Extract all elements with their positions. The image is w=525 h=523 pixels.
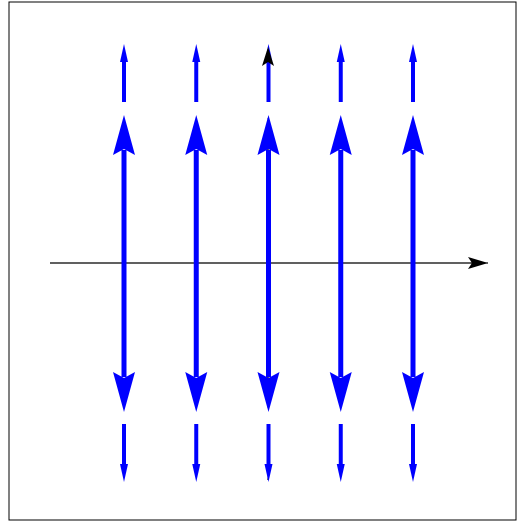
field-lower-arrowhead-icon-3 (264, 464, 273, 482)
horizontal-axis-arrowhead-icon (468, 257, 488, 269)
field-main-down-arrowhead-icon-3 (257, 372, 280, 412)
vector-field-columns (113, 44, 424, 482)
vertical-axis-arrowhead-icon (262, 47, 274, 66)
field-upper-arrowhead-icon-5 (409, 44, 417, 62)
field-lower-arrowhead-icon-1 (120, 464, 128, 482)
diagram-frame (8, 1, 517, 521)
field-lower-arrowhead-icon-4 (336, 464, 345, 482)
field-main-down-arrowhead-icon-5 (402, 372, 424, 412)
field-main-down-arrowhead-icon-4 (329, 372, 352, 412)
field-main-up-arrowhead-icon-3 (257, 115, 280, 155)
field-lower-arrowhead-icon-5 (409, 464, 417, 482)
field-main-down-arrowhead-icon-2 (185, 372, 208, 412)
field-main-down-arrowhead-icon-1 (113, 372, 135, 412)
field-main-up-arrowhead-icon-4 (329, 115, 352, 155)
field-upper-arrowhead-icon-2 (192, 44, 201, 62)
field-lower-arrowhead-icon-2 (192, 464, 201, 482)
field-upper-arrowhead-icon-4 (336, 44, 345, 62)
field-upper-arrowhead-icon-1 (120, 44, 128, 62)
field-main-up-arrowhead-icon-5 (402, 115, 424, 155)
field-main-up-arrowhead-icon-1 (113, 115, 135, 155)
field-main-up-arrowhead-icon-2 (185, 115, 208, 155)
